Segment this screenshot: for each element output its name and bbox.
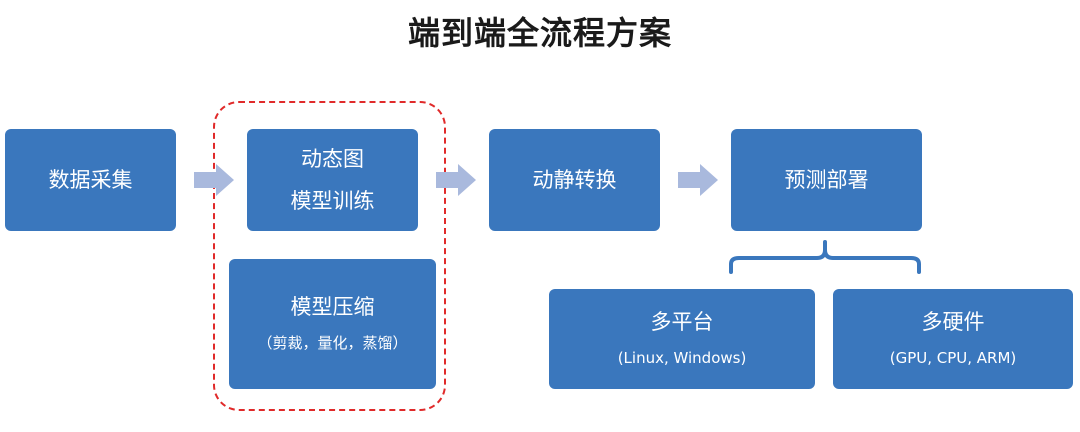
arrow-right-icon xyxy=(678,164,718,196)
arrow-right-icon xyxy=(194,164,234,196)
node-label: 模型压缩 xyxy=(290,295,375,320)
curly-brace-icon xyxy=(729,240,921,274)
node-label: 数据采集 xyxy=(48,167,133,192)
page-title: 端到端全流程方案 xyxy=(407,14,672,52)
node-sublabel: (Linux, Windows) xyxy=(617,349,747,368)
node-multi-hardware: 多硬件 (GPU, CPU, ARM) xyxy=(833,289,1073,389)
node-sublabel: （剪裁，量化，蒸馏） xyxy=(257,334,408,353)
node-multi-platform: 多平台 (Linux, Windows) xyxy=(549,289,815,389)
node-label-line2: 模型训练 xyxy=(290,189,375,213)
node-model-compression: 模型压缩 （剪裁，量化，蒸馏） xyxy=(229,259,436,389)
node-label-line1: 动态图 xyxy=(301,146,364,171)
node-dynamic-static-conversion: 动静转换 xyxy=(489,129,660,231)
training-compression-group-outline xyxy=(213,101,446,411)
node-label: 动静转换 xyxy=(532,167,617,192)
node-inference-deployment: 预测部署 xyxy=(731,129,922,231)
node-sublabel: (GPU, CPU, ARM) xyxy=(889,349,1017,368)
node-label: 多平台 xyxy=(650,310,714,335)
node-label: 多硬件 xyxy=(921,310,985,335)
arrow-right-icon xyxy=(436,164,476,196)
node-label: 预测部署 xyxy=(784,167,869,192)
node-dynamic-graph-training: 动态图 模型训练 xyxy=(247,129,418,231)
node-data-collection: 数据采集 xyxy=(5,129,176,231)
